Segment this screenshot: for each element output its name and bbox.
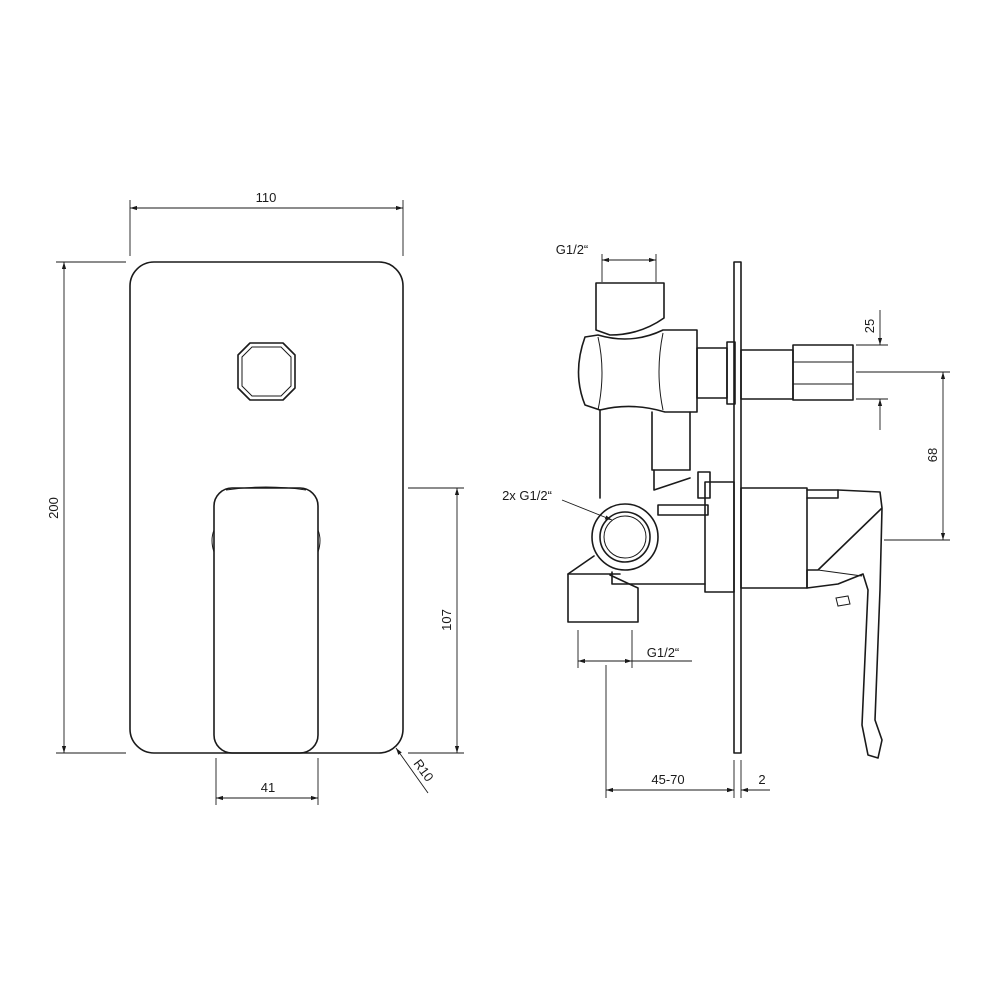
top-inlet [595,282,665,336]
dimension-25: 25 [856,310,888,430]
outlet-ring [591,503,659,571]
spout-label: 25 [862,319,877,333]
upper-valve-body [577,329,698,413]
width-label: 110 [256,190,277,205]
dimension-r10: R10 [395,747,437,794]
dimension-45-70: 45-70 [605,665,735,798]
lever-side [806,489,883,759]
outlet-thread-label: 2x G1/2“ [502,488,552,503]
bottom-thread-label: G1/2“ [647,645,680,660]
dimension-41: 41 [215,758,319,805]
dimension-width-110: 110 [129,190,404,256]
height-label: 200 [46,497,61,519]
depth-label: 45-70 [651,772,684,787]
spacing-label: 68 [925,448,940,462]
dimension-height-200: 200 [46,261,126,754]
dimension-bottom-thread: G1/2“ [577,630,692,668]
dimension-68: 68 [856,371,950,541]
plate-label: 2 [758,772,765,787]
cartridge [740,487,808,589]
spout-nipple [740,349,794,400]
top-thread-label: G1/2“ [556,242,589,257]
dimension-top-thread: G1/2“ [556,242,657,282]
front-view [129,261,404,754]
side-view [567,261,883,759]
wall-plate [733,261,742,754]
dimension-107: 107 [408,487,464,754]
lever-offset-label: 107 [439,609,454,631]
lever-width-label: 41 [261,780,275,795]
spout-nut [792,344,854,401]
cover-plate [129,261,404,754]
dimension-plate: 2 [718,760,770,798]
dimension-outlet-thread: 2x G1/2“ [502,488,613,521]
lever-handle [213,487,319,754]
radius-label: R10 [411,756,437,784]
diverter-knob [237,342,296,401]
